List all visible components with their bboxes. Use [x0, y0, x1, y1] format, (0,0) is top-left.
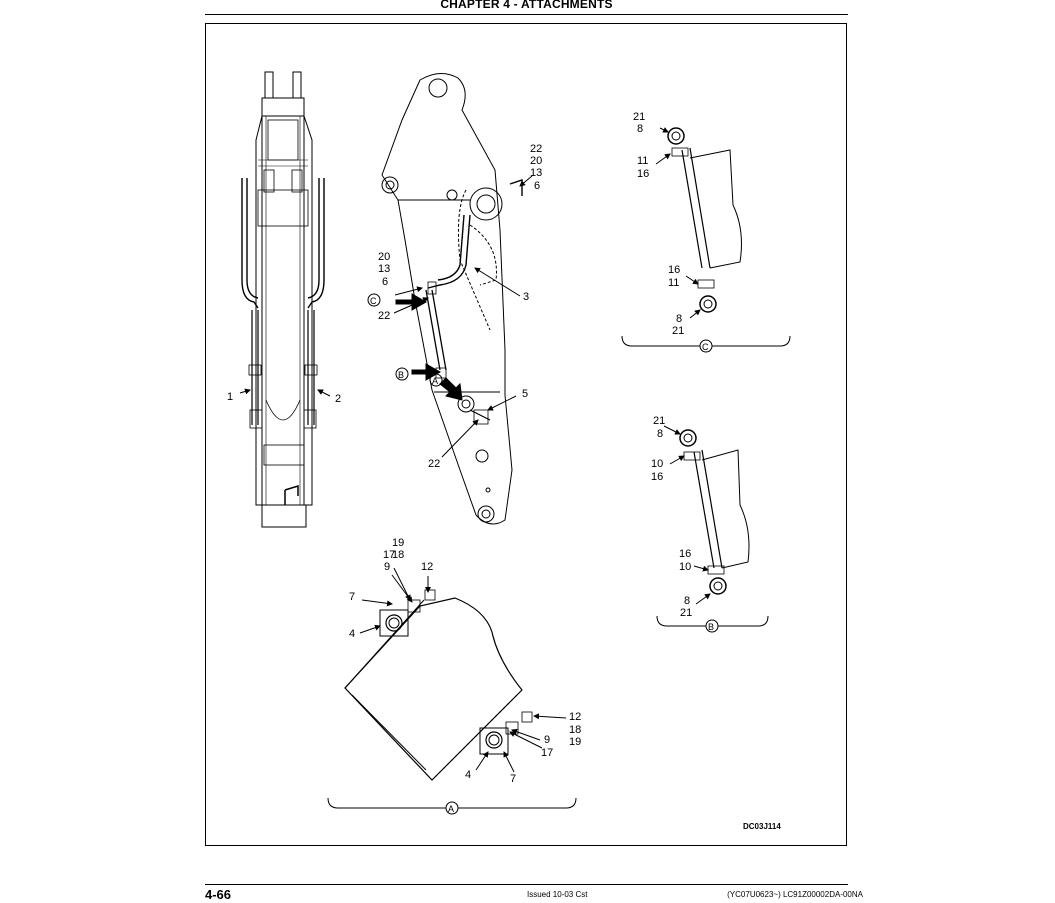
view-marker-c-side: C	[367, 293, 381, 307]
callout-13-mid: 13	[378, 263, 390, 275]
svg-text:C: C	[702, 342, 709, 352]
detail-c-21-top: 21	[633, 111, 645, 123]
callout-2: 2	[335, 393, 341, 405]
document-id: (YC07U0623~) LC91Z00002DA-00NA	[727, 890, 863, 899]
detail-b-10-lower: 10	[679, 561, 691, 573]
detail-c-view	[621, 127, 791, 347]
callout-5: 5	[522, 388, 528, 400]
detail-a-19-top: 19	[392, 537, 404, 549]
detail-b-10-upper: 10	[651, 458, 663, 470]
callout-22-top: 22	[530, 143, 542, 155]
callout-1: 1	[227, 391, 233, 403]
detail-a-9-bottom: 9	[544, 734, 550, 746]
page-number: 4-66	[205, 887, 232, 902]
callout-22-lower: 22	[428, 458, 440, 470]
callout-20-mid: 20	[378, 251, 390, 263]
arm-side-view	[381, 73, 533, 525]
detail-b-8-top: 8	[657, 428, 663, 440]
callout-6-top: 6	[534, 180, 540, 192]
detail-c-8-bottom: 8	[676, 313, 682, 325]
issued-date: Issued 10-03 Cst	[527, 890, 588, 899]
view-marker-a-detail: A	[445, 801, 459, 815]
detail-a-12-top: 12	[421, 561, 433, 573]
callout-20-top: 20	[530, 155, 542, 167]
header-rule	[205, 14, 848, 15]
footer-rule	[205, 884, 848, 885]
detail-a-view	[327, 567, 577, 809]
detail-a-4-bottom: 4	[465, 769, 471, 781]
svg-text:B: B	[708, 622, 714, 632]
detail-a-17-bottom: 17	[541, 747, 553, 759]
svg-text:B: B	[398, 370, 404, 380]
detail-c-16-upper: 16	[637, 168, 649, 180]
detail-b-21-bottom: 21	[680, 607, 692, 619]
callout-3: 3	[523, 291, 529, 303]
callout-13-top: 13	[530, 167, 542, 179]
detail-b-view	[656, 425, 769, 627]
arm-top-view	[239, 71, 331, 528]
svg-text:A: A	[448, 804, 454, 814]
page-header-title: CHAPTER 4 - ATTACHMENTS	[440, 0, 613, 11]
detail-a-19-right: 19	[569, 736, 581, 748]
detail-c-21-bottom: 21	[672, 325, 684, 337]
detail-a-7-top: 7	[349, 591, 355, 603]
figure-code: DC03J114	[743, 822, 781, 831]
view-marker-a-side: A	[429, 373, 443, 387]
detail-c-11-upper: 11	[637, 155, 648, 167]
detail-c-8-top: 8	[637, 123, 643, 135]
detail-b-16-upper: 16	[651, 471, 663, 483]
callout-22-upper: 22	[378, 310, 390, 322]
detail-b-16-lower: 16	[679, 548, 691, 560]
detail-a-18-top: 18	[392, 549, 404, 561]
view-marker-c-detail: C	[699, 339, 713, 353]
view-marker-b-detail: B	[705, 619, 719, 633]
svg-text:A: A	[432, 376, 438, 386]
svg-text:C: C	[370, 296, 377, 306]
detail-a-7-bottom: 7	[510, 773, 516, 785]
detail-a-4-top: 4	[349, 628, 355, 640]
detail-a-17-top: 17	[383, 549, 395, 561]
figure-frame	[205, 23, 847, 846]
detail-a-18-right: 18	[569, 724, 581, 736]
detail-c-16-lower: 16	[668, 264, 680, 276]
detail-a-12-right: 12	[569, 711, 581, 723]
callout-6-mid: 6	[382, 276, 388, 288]
view-marker-b-side: B	[395, 367, 409, 381]
detail-a-9-top: 9	[384, 561, 390, 573]
detail-b-21-top: 21	[653, 415, 665, 427]
detail-b-8-bottom: 8	[684, 595, 690, 607]
detail-c-11-lower: 11	[668, 277, 679, 289]
